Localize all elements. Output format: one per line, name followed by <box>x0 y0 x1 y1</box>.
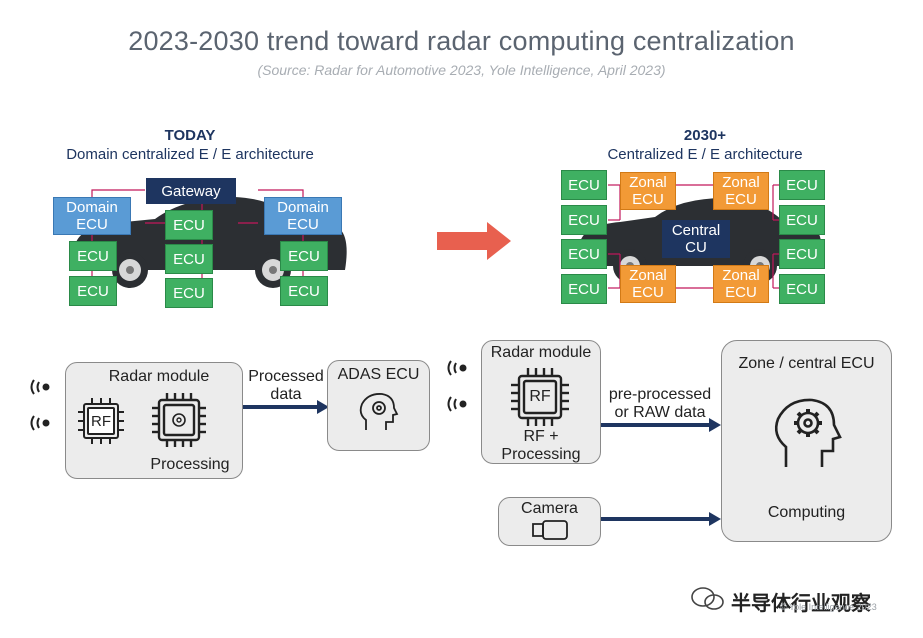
computing-label: Computing <box>767 504 846 521</box>
ecu-box: ECU <box>165 210 213 240</box>
ecu-box: ECU <box>779 205 825 235</box>
radar-module-box-future <box>481 340 601 464</box>
page-title: 2023-2030 trend toward radar computing c… <box>128 26 795 56</box>
radar-wave-icon <box>447 360 467 412</box>
camera-icon <box>532 520 568 540</box>
domain-ecu-left: Domain ECU <box>53 197 131 235</box>
today-subheading: Domain centralized E / E architecture <box>66 146 314 163</box>
ecu-box: ECU <box>165 244 213 274</box>
ecu-box: ECU <box>69 276 117 306</box>
camera-data-arrow-icon <box>601 512 721 526</box>
rf-processing-label: RF + Processing <box>501 428 581 463</box>
watermark-text: 半导体行业观察 <box>731 593 871 615</box>
zonal-ecu-box: Zonal ECU <box>620 172 676 210</box>
zonal-ecu-box: Zonal ECU <box>713 265 769 303</box>
rf-chip-icon <box>78 398 124 444</box>
central-cu-box: Central CU <box>662 220 730 258</box>
ecu-box: ECU <box>561 205 607 235</box>
ecu-box: ECU <box>165 278 213 308</box>
processed-data-arrow-icon <box>243 400 329 414</box>
ecu-box: ECU <box>69 241 117 271</box>
zonal-ecu-box: Zonal ECU <box>713 172 769 210</box>
future-heading: 2030+ <box>683 127 727 144</box>
radar-module-label: Radar module <box>108 368 210 385</box>
wechat-logo-icon <box>691 587 724 610</box>
rf-label: RF <box>91 413 111 430</box>
processing-chip-icon <box>152 393 206 447</box>
processing-label: Processing <box>150 456 230 473</box>
radar-module-label-future: Radar module <box>490 344 592 361</box>
brain-gear-icon <box>774 398 842 467</box>
zone-central-ecu-label: Zone / central ECU <box>738 355 875 372</box>
future-subheading: Centralized E / E architecture <box>607 146 803 163</box>
brain-gear-icon <box>359 393 399 430</box>
raw-data-arrow-icon <box>601 418 721 432</box>
ecu-box: ECU <box>280 241 328 271</box>
radar-wave-icon <box>30 379 50 431</box>
domain-ecu-right: Domain ECU <box>264 197 342 235</box>
zone-central-ecu-box <box>721 340 892 542</box>
rf-label: RF <box>529 388 551 405</box>
gateway-box: Gateway <box>146 178 236 204</box>
ecu-box: ECU <box>561 170 607 200</box>
ecu-box: ECU <box>561 274 607 304</box>
ecu-box: ECU <box>779 170 825 200</box>
transition-arrow-icon <box>437 222 511 260</box>
ecu-box: ECU <box>779 239 825 269</box>
copyright-note: © Yole Intelligence 2023 <box>780 602 877 612</box>
rf-chip-icon <box>511 368 569 426</box>
processed-data-label: Processed data <box>248 368 324 403</box>
zonal-ecu-box: Zonal ECU <box>620 265 676 303</box>
raw-data-label: pre-processed or RAW data <box>608 386 712 421</box>
ecu-box: ECU <box>561 239 607 269</box>
ecu-box: ECU <box>779 274 825 304</box>
source-note: (Source: Radar for Automotive 2023, Yole… <box>257 62 666 78</box>
today-heading: TODAY <box>164 127 216 144</box>
ecu-box: ECU <box>280 276 328 306</box>
adas-ecu-label: ADAS ECU <box>337 366 420 383</box>
camera-label: Camera <box>521 500 578 517</box>
